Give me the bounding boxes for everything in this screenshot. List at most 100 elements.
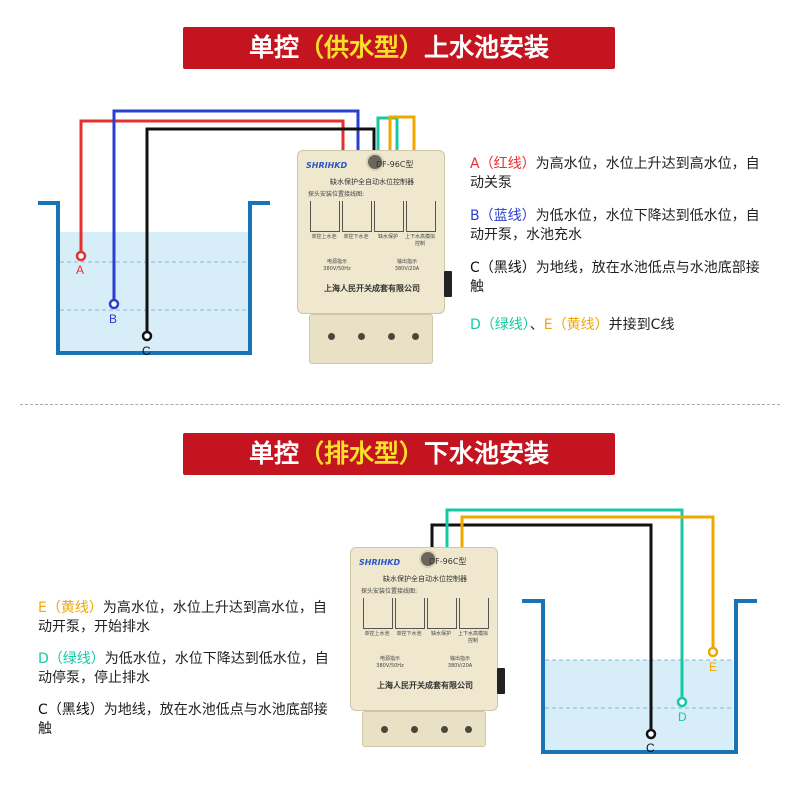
mounting-hole	[419, 550, 437, 568]
terminal-screw	[441, 726, 448, 733]
mini-label: 单控上水池	[311, 234, 337, 240]
top-tank-water	[60, 232, 248, 352]
terminal-screw	[328, 333, 335, 340]
note-label-black: C（黑线）	[38, 702, 104, 718]
manufacturer: 上海人民开关成套有限公司	[324, 284, 420, 293]
manufacturer: 上海人民开关成套有限公司	[377, 681, 473, 690]
model-label: DF-96C型	[376, 160, 414, 169]
bottom-probe-label-d: D	[678, 710, 687, 724]
note-label-black: C（黑线）	[470, 260, 536, 276]
top-probe-a	[75, 250, 87, 262]
device-subtitle: 探头安装位置接线图:	[361, 588, 418, 595]
controller-body: SHRIHKD DF-96C型 缺水保护全自动水位控制器 探头安装位置接线图: …	[297, 150, 452, 314]
note-text: 为高水位，水位上升达到高水位，自动关泵	[470, 156, 760, 191]
mini-diagram	[310, 201, 340, 232]
mini-diagram	[342, 201, 372, 232]
bottom-banner-post: 下水池安装	[424, 439, 550, 468]
bottom-tank-water	[545, 660, 733, 750]
section-divider	[20, 404, 780, 405]
top-probe-label-b: B	[109, 312, 117, 326]
note-text: 为地线，放在水池低点与水池底部接触	[38, 702, 328, 737]
device-title: 缺水保护全自动水位控制器	[330, 178, 414, 186]
bottom-probe-c	[645, 728, 657, 740]
top-wire-blue	[112, 109, 360, 303]
top-wire-black	[145, 127, 376, 335]
mini-label: 单控下水池	[396, 631, 422, 637]
bottom-banner-highlight: （排水型）	[298, 439, 424, 468]
terminal-block	[309, 314, 433, 364]
note-text: 并接到C线	[608, 317, 675, 333]
bottom-note-c: C（黑线）为地线，放在水池低点与水池底部接触	[38, 701, 334, 739]
bottom-probe-d	[676, 696, 688, 708]
note-text: 为高水位，水位上升达到高水位，自动开泵，开始排水	[38, 600, 327, 635]
device-title: 缺水保护全自动水位控制器	[383, 575, 467, 583]
top-tank-outline	[38, 201, 270, 355]
note-text: 为地线，放在水池低点与水池底部接触	[470, 260, 760, 295]
model-label: DF-96C型	[429, 557, 467, 566]
mini-diagram	[459, 598, 489, 629]
terminal-screw	[411, 726, 418, 733]
note-text: 为低水位，水位下降达到低水位，自动停泵，停止排水	[38, 651, 329, 686]
top-banner-post: 上水池安装	[424, 33, 550, 62]
mini-label: 缺水保护	[377, 234, 398, 240]
mini-label: 上下水高模拟控制	[457, 631, 488, 644]
terminal-screw	[381, 726, 388, 733]
bottom-note-d: D（绿线）为低水位，水位下降达到低水位，自动停泵，停止排水	[38, 650, 334, 688]
terminal-screw	[465, 726, 472, 733]
bottom-wire-black	[430, 523, 653, 733]
note-label-green: D（绿线）	[470, 317, 530, 333]
bottom-wire-green	[445, 508, 684, 701]
top-note-de: D（绿线）、E（黄线）并接到C线	[470, 316, 770, 335]
bottom-probe-label-c: C	[646, 741, 655, 755]
mini-diagram	[363, 598, 393, 629]
bottom-banner-pre: 单控	[248, 439, 299, 468]
side-switch[interactable]	[444, 271, 452, 297]
brand-logo: SHRIHKD	[359, 558, 401, 567]
mini-label: 单控上水池	[364, 631, 390, 637]
mini-label: 上下水高模拟控制	[404, 234, 435, 247]
brand-logo: SHRIHKD	[306, 161, 348, 170]
top-banner-pre: 单控	[248, 33, 299, 62]
top-wire-green	[376, 116, 399, 153]
bottom-note-e: E（黄线）为高水位，水位上升达到高水位，自动开泵，开始排水	[38, 599, 334, 637]
top-note-b: B（蓝线）为低水位，水位下降达到低水位，自动开泵，水池充水	[470, 207, 770, 245]
mini-label: 缺水保护	[430, 631, 451, 637]
note-label-red: A（红线）	[470, 156, 536, 172]
top-probe-label-a: A	[76, 263, 84, 277]
bottom-probe-label-e: E	[709, 660, 717, 674]
terminal-screw	[412, 333, 419, 340]
terminal-screw	[388, 333, 395, 340]
note-label-yellow: E（黄线）	[543, 317, 609, 333]
note-text: 为低水位，水位下降达到低水位，自动开泵，水池充水	[470, 208, 760, 243]
mini-diagram	[406, 201, 436, 232]
top-note-c: C（黑线）为地线，放在水池低点与水池底部接触	[470, 259, 770, 297]
device-subtitle: 探头安装位置接线图:	[308, 191, 365, 198]
bottom-banner: 单控（排水型）下水池安装	[183, 433, 615, 475]
top-wire-red	[79, 119, 345, 255]
controller-body: SHRIHKD DF-96C型 缺水保护全自动水位控制器 探头安装位置接线图: …	[350, 547, 505, 711]
mini-diagram	[427, 598, 457, 629]
bottom-probe-e	[707, 646, 719, 658]
side-switch[interactable]	[497, 668, 505, 694]
note-separator: 、	[529, 317, 544, 333]
bottom-tank-outline	[522, 599, 757, 754]
mini-diagram	[374, 201, 404, 232]
top-probe-c	[141, 330, 153, 342]
top-wire-yellow	[388, 115, 416, 153]
top-note-a: A（红线）为高水位，水位上升达到高水位，自动关泵	[470, 155, 770, 193]
top-probe-b	[108, 298, 120, 310]
note-label-yellow: E（黄线）	[38, 600, 103, 616]
terminal-block	[362, 711, 486, 747]
mini-label: 单控下水池	[343, 234, 369, 240]
top-banner-highlight: （供水型）	[298, 33, 424, 62]
top-probe-label-c: C	[142, 344, 151, 358]
top-banner: 单控（供水型）上水池安装	[183, 27, 615, 69]
bottom-wire-yellow	[460, 515, 715, 651]
note-label-green: D（绿线）	[38, 651, 105, 667]
note-label-blue: B（蓝线）	[470, 208, 536, 224]
